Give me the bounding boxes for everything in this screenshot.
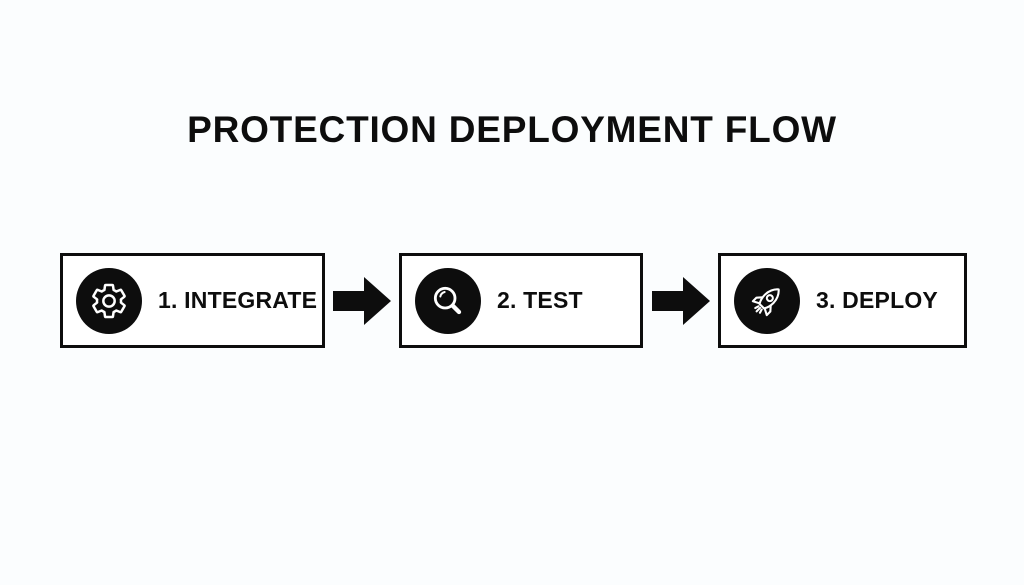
flow-row: 1. INTEGRATE 2. TEST <box>60 253 967 348</box>
arrow-right-glyph <box>333 276 391 325</box>
step-label-test: 2. TEST <box>497 287 583 313</box>
gear-icon <box>76 267 142 334</box>
page-title: PROTECTION DEPLOYMENT FLOW <box>187 109 837 150</box>
search-icon <box>415 267 481 334</box>
step-label-deploy: 3. DEPLOY <box>816 287 938 313</box>
arrow-right-icon <box>643 276 718 325</box>
step-box-deploy: 3. DEPLOY <box>718 253 967 348</box>
step-label-integrate: 1. INTEGRATE <box>158 287 318 313</box>
search-icon-glyph <box>433 286 462 314</box>
gear-icon-glyph <box>92 283 126 318</box>
step-box-integrate: 1. INTEGRATE <box>60 253 325 348</box>
rocket-icon <box>734 267 800 334</box>
step-box-test: 2. TEST <box>399 253 643 348</box>
rocket-icon-glyph <box>751 287 780 316</box>
arrow-right-glyph <box>651 276 710 325</box>
arrow-right-icon <box>325 276 399 325</box>
